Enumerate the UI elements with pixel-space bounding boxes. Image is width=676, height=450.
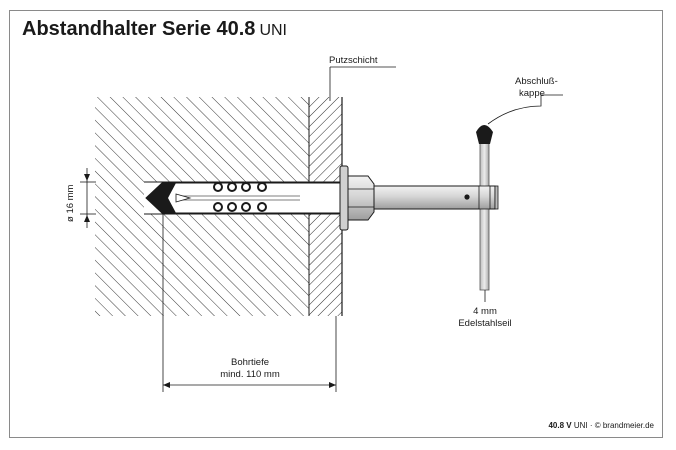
- leader-abschluss: [487, 94, 563, 125]
- label-bohrtiefe-1: Bohrtiefe: [231, 357, 269, 368]
- end-cap: [476, 125, 493, 144]
- footer-rest: UNI · © brandmeier.de: [571, 421, 654, 430]
- label-cable-2: Edelstahlseil: [458, 318, 511, 329]
- footer-credit: 40.8 V UNI · © brandmeier.de: [548, 421, 654, 430]
- hex-nut: [339, 165, 375, 231]
- title-main: Abstandhalter Serie 40.8: [22, 18, 256, 40]
- title-suffix: UNI: [259, 22, 287, 39]
- label-abschluss-1: Abschluß-: [515, 76, 558, 87]
- steel-cable: [478, 139, 491, 291]
- footer-code: 40.8 V: [548, 421, 572, 430]
- label-abschluss-2: kappe: [519, 88, 545, 99]
- anchor-sleeve: [145, 182, 343, 214]
- label-bohrtiefe-2: mind. 110 mm: [220, 369, 280, 380]
- label-diameter: ø 16 mm: [65, 184, 76, 222]
- spacer-bolt: [373, 185, 499, 210]
- label-putzschicht: Putzschicht: [329, 55, 378, 66]
- label-cable-1: 4 mm: [473, 306, 497, 317]
